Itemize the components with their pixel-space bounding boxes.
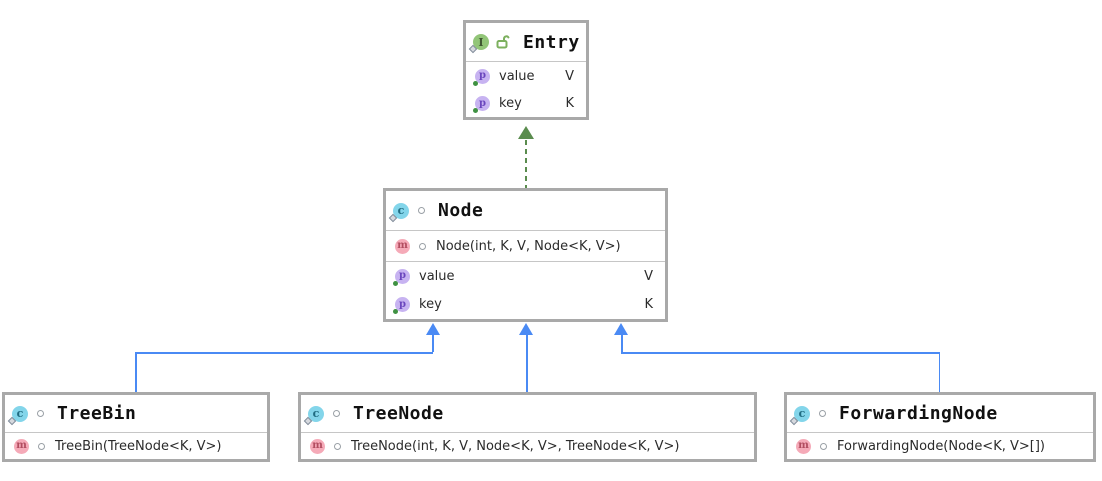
property-row-node-key[interactable]: p key K [386,290,665,319]
class-icon-letter: c [16,407,24,420]
generalization-edge-forwardingnode-node-arrowhead[interactable] [614,323,628,335]
class-icon: c [7,405,28,425]
green-dot-badge [473,108,478,113]
property-row-entry-value[interactable]: p value V [466,62,586,90]
class-box-entry[interactable]: I Entry p value V p [463,20,589,120]
method-row-node-constructor[interactable]: m Node(int, K, V, Node<K, V>) [386,231,665,261]
property-type: K [644,297,653,312]
property-icon-letter: p [479,70,486,81]
method-signature: Node(int, K, V, Node<K, V>) [436,238,621,254]
diamond-badge [7,416,17,425]
method-icon-letter: m [397,240,408,251]
green-dot-badge [393,309,398,314]
property-icon-letter: p [399,270,406,281]
method-icon-letter: m [16,440,27,451]
class-icon: c [388,202,409,222]
divider [5,432,267,433]
divider [787,432,1093,433]
visibility-ring-icon [37,410,44,417]
class-header-treebin[interactable]: c TreeBin [5,395,267,432]
generalization-edge-treebin-node-arrowhead[interactable] [426,323,440,335]
property-row-entry-key[interactable]: p key K [466,90,586,117]
class-box-node[interactable]: c Node m Node(int, K, V, Node<K, V>) p v… [383,188,668,322]
class-name-treebin: TreeBin [57,403,137,424]
property-icon: p [473,68,490,86]
divider [466,61,586,62]
property-type: V [565,68,574,84]
class-name-treenode: TreeNode [353,403,444,424]
property-name: key [499,96,522,111]
class-box-forwardingnode[interactable]: c ForwardingNode m ForwardingNode(Node<K… [784,392,1096,462]
method-icon: m [395,238,410,254]
method-icon: m [14,438,29,454]
property-icon: p [393,297,410,314]
class-icon: c [789,405,810,425]
interface-icon-letter: I [478,35,484,49]
generalization-edge-forwardingnode-node-segment[interactable] [938,352,940,392]
property-type: K [565,96,574,111]
visibility-ring-icon [334,442,341,450]
generalization-edge-treenode-node-arrowhead[interactable] [519,323,533,335]
diamond-badge [468,44,478,54]
realization-edge-node-entry-arrowhead[interactable] [518,126,534,139]
property-icon: p [393,268,410,286]
class-header-entry[interactable]: I Entry [466,23,586,61]
visibility-ring-icon [819,410,826,417]
class-header-node[interactable]: c Node [386,191,665,230]
generalization-edge-forwardingnode-node-segment[interactable] [621,352,940,354]
open-lock-icon [496,35,510,49]
property-name: value [499,68,535,84]
interface-icon: I [468,34,489,54]
property-row-node-value[interactable]: p value V [386,262,665,290]
class-icon-letter: c [312,407,320,420]
method-signature: TreeNode(int, K, V, Node<K, V>, TreeNode… [351,438,680,454]
visibility-ring-icon [419,242,426,250]
method-icon-letter: m [312,440,323,451]
green-dot-badge [393,280,398,286]
generalization-edge-treebin-node-segment[interactable] [135,352,137,392]
generalization-edge-forwardingnode-node-segment[interactable] [621,335,623,352]
diamond-badge [303,416,313,425]
generalization-edge-treebin-node-segment[interactable] [135,352,433,354]
visibility-ring-icon [820,442,827,450]
class-name-entry: Entry [523,31,580,53]
class-header-treenode[interactable]: c TreeNode [301,395,754,432]
class-icon-letter: c [798,407,806,420]
property-icon-letter: p [479,97,486,109]
visibility-ring-icon [333,410,340,417]
diamond-badge [388,213,398,222]
method-row-treenode-constructor[interactable]: m TreeNode(int, K, V, Node<K, V>, TreeNo… [301,433,754,459]
method-icon: m [796,438,811,454]
diamond-badge [789,416,799,425]
property-icon: p [473,96,490,113]
generalization-edge-treenode-node-segment[interactable] [526,335,528,392]
divider [301,432,754,433]
visibility-ring-icon [418,207,425,214]
method-icon: m [310,438,325,454]
class-header-forwardingnode[interactable]: c ForwardingNode [787,395,1093,432]
realization-edge-node-entry-line[interactable] [525,140,527,188]
property-icon-letter: p [399,298,406,310]
generalization-edge-treebin-node-segment[interactable] [432,335,434,352]
method-signature: TreeBin(TreeNode<K, V>) [55,438,222,454]
class-name-node: Node [438,200,484,221]
class-icon: c [303,405,324,425]
green-dot-badge [473,80,478,86]
method-icon-letter: m [798,440,809,451]
property-name: value [419,268,455,284]
class-box-treebin[interactable]: c TreeBin m TreeBin(TreeNode<K, V>) [2,392,270,462]
visibility-ring-icon [38,442,45,450]
class-name-forwardingnode: ForwardingNode [839,403,998,424]
class-icon-letter: c [397,204,405,217]
property-type: V [644,268,653,284]
divider [386,261,665,262]
divider [386,230,665,231]
property-name: key [419,297,442,312]
method-signature: ForwardingNode(Node<K, V>[]) [837,438,1045,454]
class-box-treenode[interactable]: c TreeNode m TreeNode(int, K, V, Node<K,… [298,392,757,462]
method-row-forwardingnode-constructor[interactable]: m ForwardingNode(Node<K, V>[]) [787,433,1093,459]
method-row-treebin-constructor[interactable]: m TreeBin(TreeNode<K, V>) [5,433,267,459]
